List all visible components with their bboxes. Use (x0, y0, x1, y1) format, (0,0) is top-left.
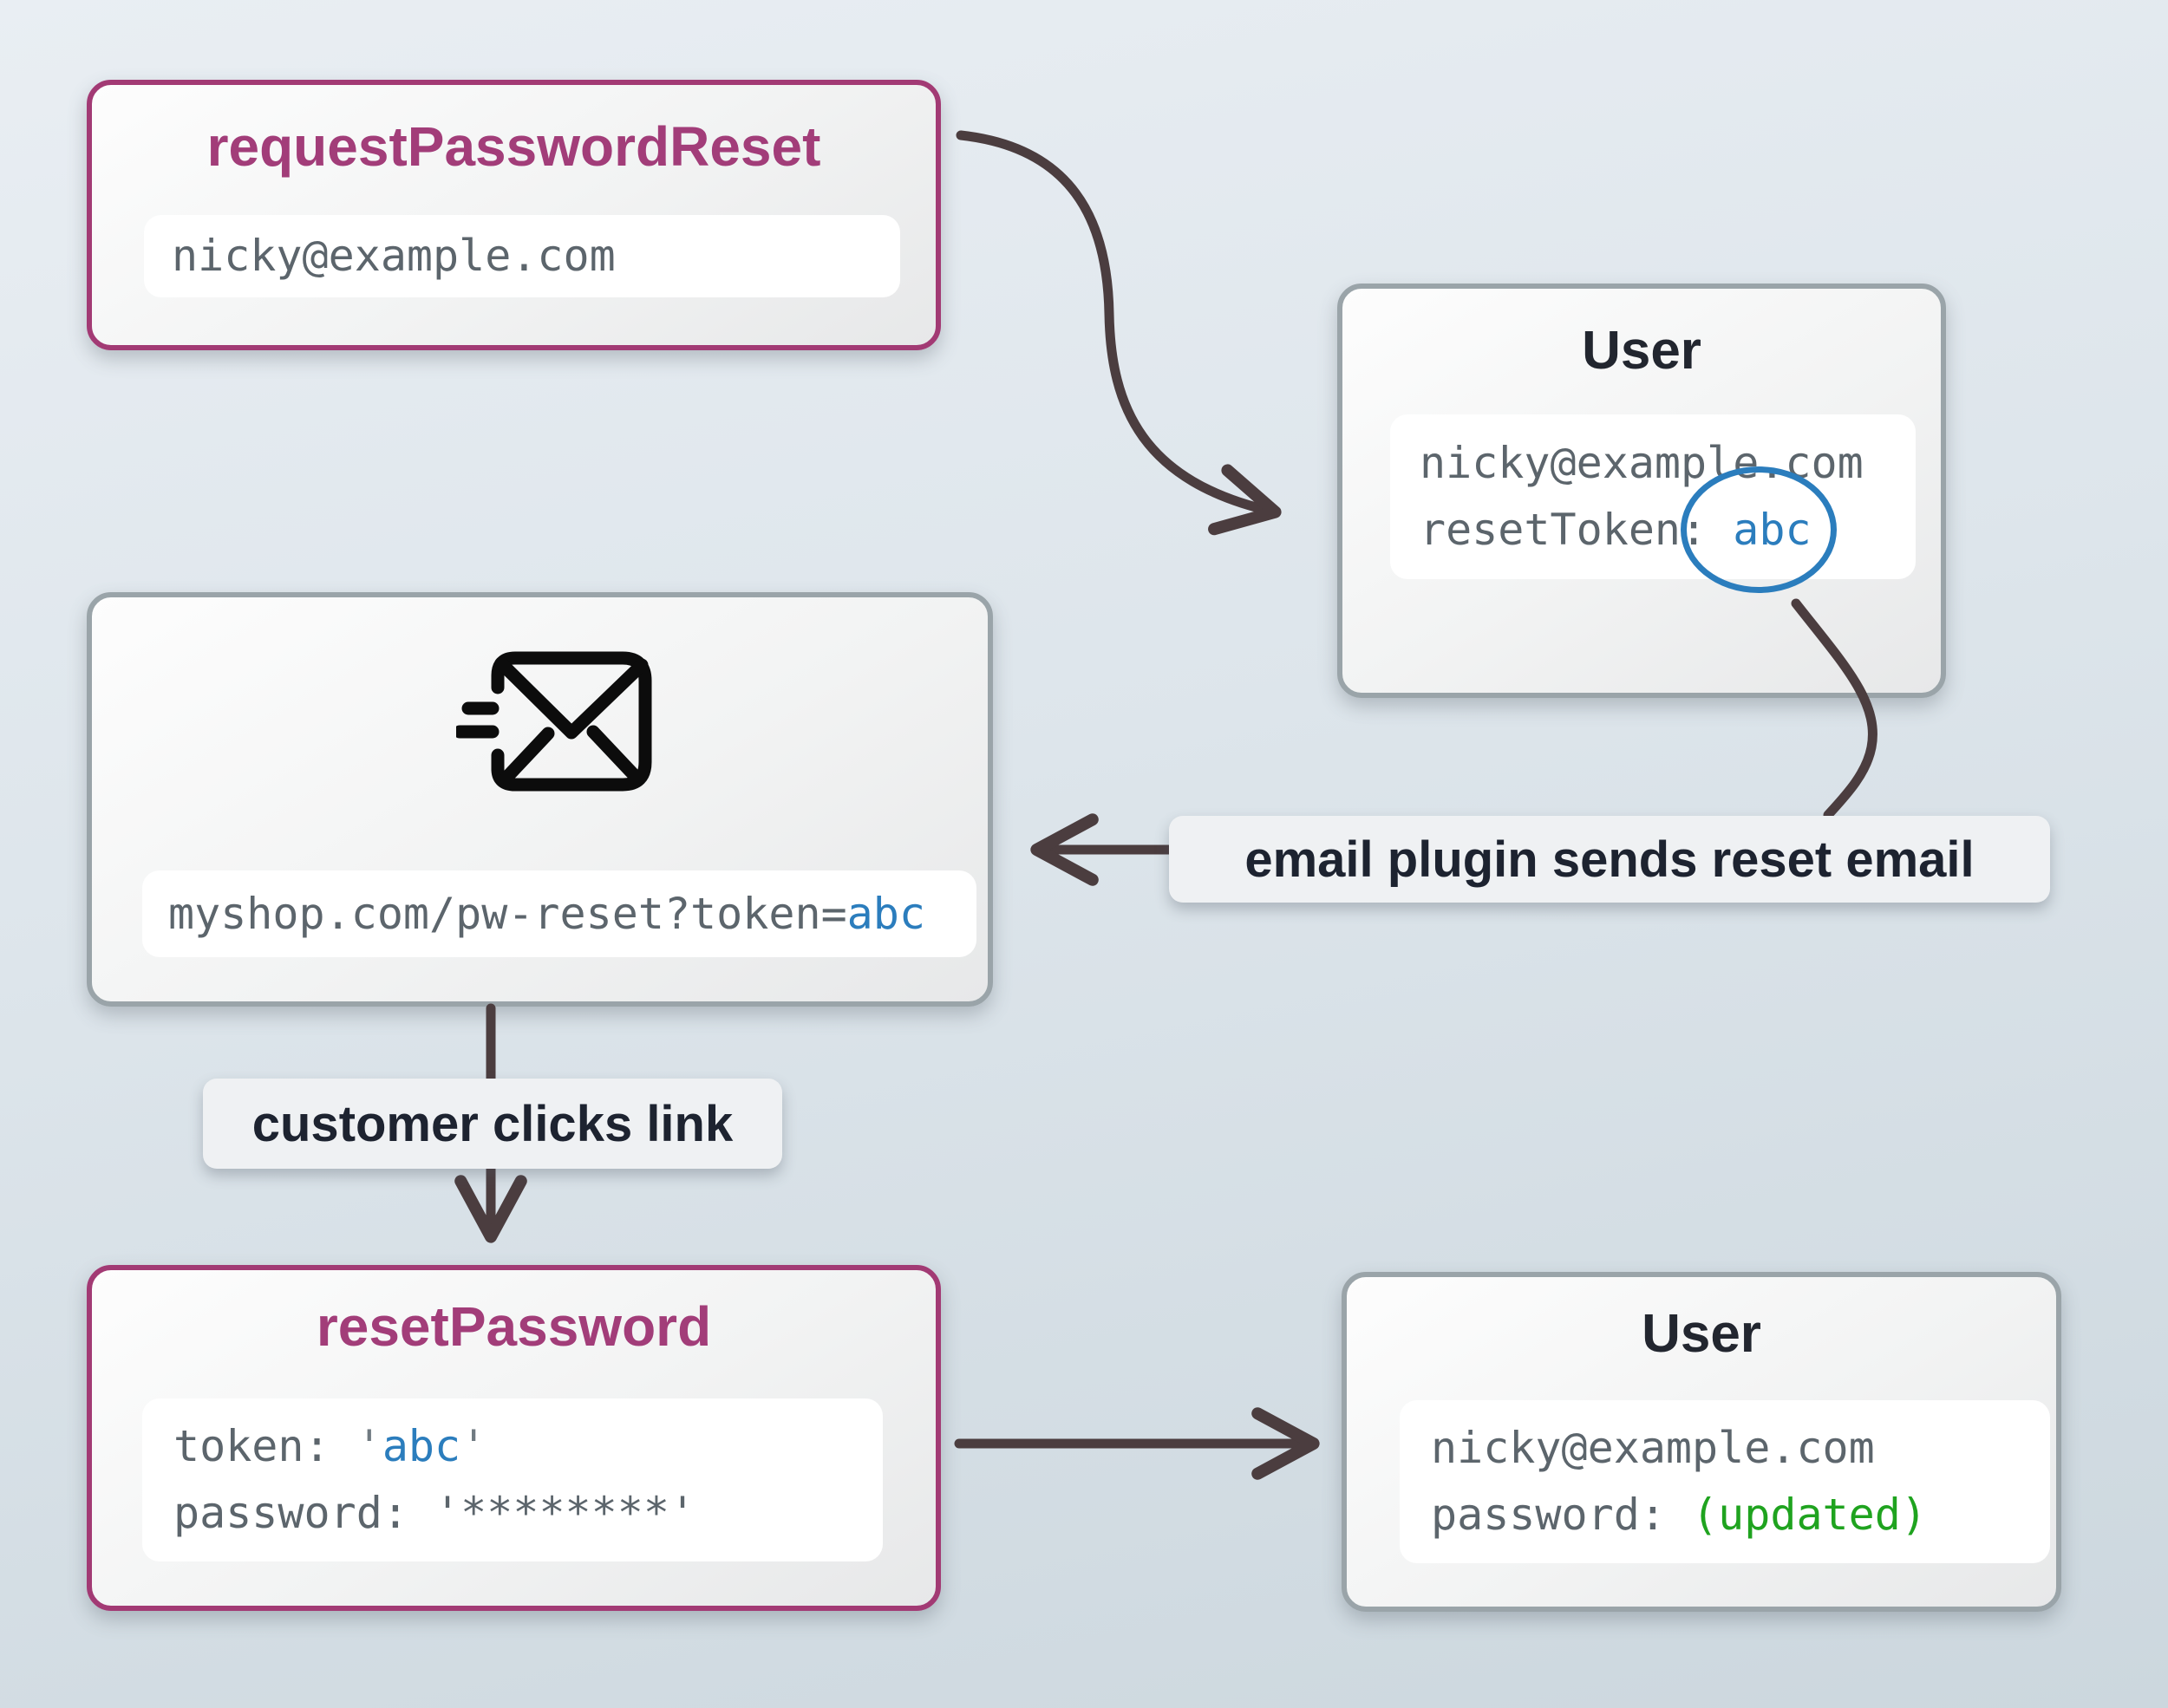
email-plugin-label: email plugin sends reset email (1169, 816, 2050, 903)
request-email-value: nicky@example.com (172, 231, 616, 281)
user-bottom-password-line: password: (updated) (1431, 1482, 2050, 1548)
token-highlight-ellipse (1681, 466, 1837, 593)
reset-link-line: myshop.com/pw-reset?token=abc (168, 881, 976, 948)
customer-clicks-label-text: customer clicks link (251, 1095, 734, 1152)
user-top-record: nicky@example.com resetToken: abc (1390, 414, 1916, 579)
reset-password-args: token: 'abc' password: '********' (142, 1398, 883, 1561)
user-password-value: (updated) (1692, 1490, 1927, 1540)
request-password-reset-box: requestPasswordReset nicky@example.com (87, 80, 941, 350)
user-bottom-email: nicky@example.com (1431, 1423, 1875, 1473)
request-password-reset-title: requestPasswordReset (206, 115, 821, 178)
reset-link-prefix: myshop.com/pw-reset?token= (168, 888, 847, 939)
token-open-quote: ' (356, 1421, 382, 1471)
password-arg-line: password: '********' (173, 1480, 883, 1547)
token-arg-label: token: (173, 1421, 356, 1471)
user-password-label: password: (1431, 1490, 1693, 1540)
reset-password-title: resetPassword (316, 1295, 712, 1358)
user-top-email: nicky@example.com (1420, 438, 1864, 488)
token-close-quote: ' (460, 1421, 487, 1471)
email-message-box: myshop.com/pw-reset?token=abc (87, 592, 993, 1007)
user-top-title: User (1582, 321, 1701, 381)
user-bottom-box: User nicky@example.com password: (update… (1342, 1272, 2061, 1612)
user-top-reset-token-line: resetToken: abc (1420, 497, 1916, 564)
arrow-request-to-user (956, 130, 1282, 536)
customer-clicks-label: customer clicks link (203, 1079, 782, 1169)
user-top-box: User nicky@example.com resetToken: abc (1337, 284, 1946, 698)
user-bottom-title: User (1642, 1304, 1761, 1364)
request-email-field: nicky@example.com (144, 215, 900, 297)
password-arg-label: password: (173, 1488, 435, 1538)
password-arg-value: '********' (434, 1488, 696, 1538)
email-plugin-label-text: email plugin sends reset email (1244, 831, 1975, 888)
reset-link-token: abc (846, 888, 925, 939)
token-arg-value: abc (382, 1421, 461, 1471)
reset-password-box: resetPassword token: 'abc' password: '**… (87, 1265, 941, 1611)
email-send-icon (456, 651, 652, 792)
user-bottom-record: nicky@example.com password: (updated) (1400, 1400, 2050, 1563)
token-arg-line: token: 'abc' (173, 1413, 883, 1480)
reset-token-label: resetToken: (1420, 505, 1734, 555)
reset-link-field: myshop.com/pw-reset?token=abc (142, 870, 976, 957)
